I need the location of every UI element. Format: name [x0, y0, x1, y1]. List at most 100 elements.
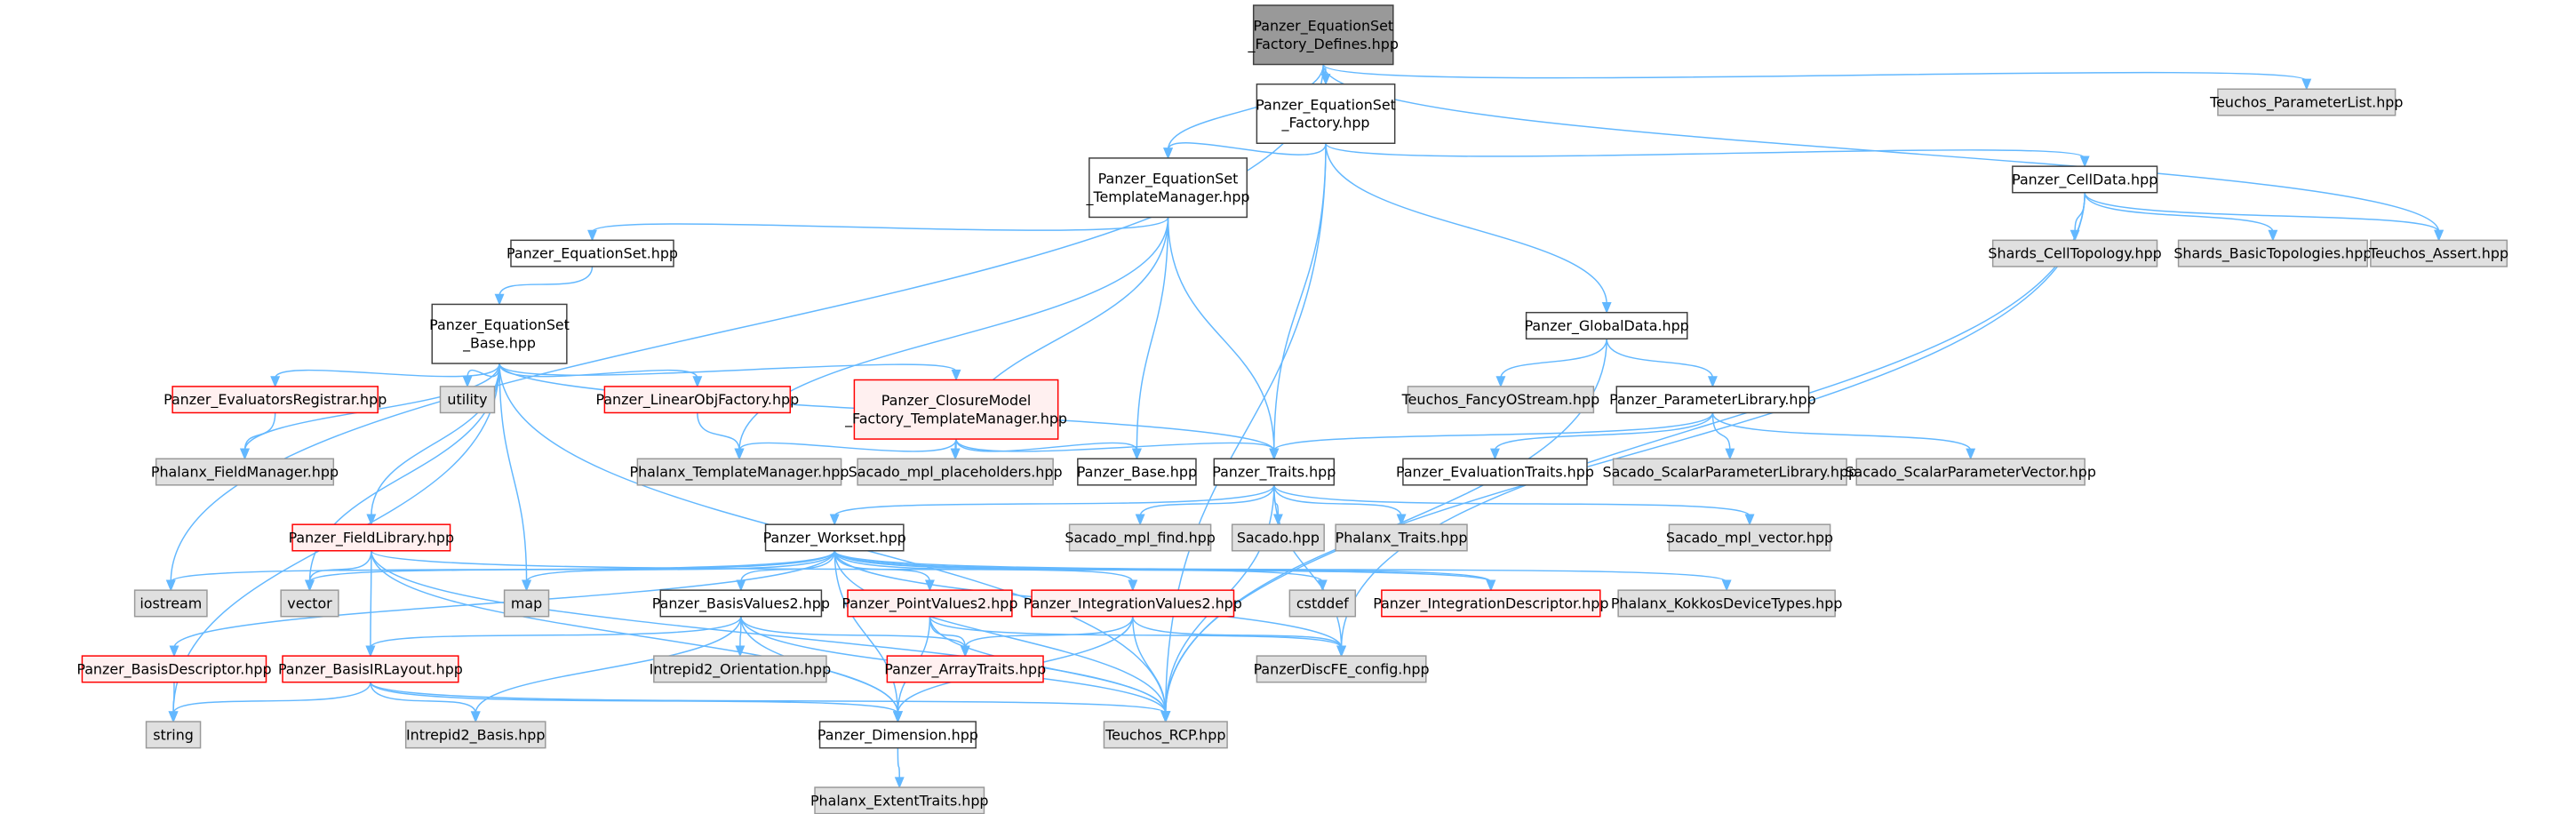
edge-tmplmgr-to-eqset: [587, 217, 1169, 242]
edge-line: [1606, 339, 1714, 379]
node-pbase[interactable]: Panzer_Base.hpp: [1077, 458, 1197, 486]
node-box: [818, 721, 977, 749]
edge-workset-to-iostream: [165, 550, 835, 592]
node-label: Phalanx_FieldManager.hpp: [151, 464, 339, 482]
node-label: _Factory.hpp: [1281, 115, 1370, 132]
node-arraytraits[interactable]: Panzer_ArrayTraits.hpp: [884, 655, 1046, 683]
node-pointv2[interactable]: Panzer_PointValues2.hpp: [841, 589, 1017, 618]
edge-paramlib-to-spl: [1711, 412, 1735, 460]
node-box: [280, 589, 339, 618]
node-evaltraits[interactable]: Panzer_EvaluationTraits.hpp: [1396, 458, 1594, 486]
node-label: Panzer_EquationSet: [1253, 18, 1393, 36]
node-sacado[interactable]: Sacado.hpp: [1231, 523, 1325, 552]
edge-workset-to-pointv2: [833, 550, 935, 592]
node-label: Teuchos_ParameterList.hpp: [2209, 94, 2403, 112]
node-orient[interactable]: Intrepid2_Orientation.hpp: [650, 655, 832, 683]
node-box: [155, 458, 335, 486]
node-label: Panzer_ClosureModel: [881, 392, 1032, 410]
node-evalreg[interactable]: Panzer_EvaluatorsRegistrar.hpp: [163, 386, 387, 414]
node-factory[interactable]: Panzer_EquationSet_Factory.hpp: [1256, 83, 1396, 144]
node-paramlib[interactable]: Panzer_ParameterLibrary.hpp: [1609, 386, 1816, 414]
edge-line: [525, 550, 835, 583]
node-discfe[interactable]: PanzerDiscFE_config.hpp: [1254, 655, 1430, 683]
node-basictopo[interactable]: Shards_BasicTopologies.hpp: [2173, 239, 2372, 267]
node-spv[interactable]: Sacado_ScalarParameterVector.hpp: [1845, 458, 2096, 486]
arrowhead-icon: [1163, 148, 1173, 160]
node-vector[interactable]: vector: [280, 589, 339, 618]
node-phxtraits[interactable]: Phalanx_Traits.hpp: [1335, 523, 1468, 552]
edge-line: [1500, 339, 1607, 379]
node-intv2[interactable]: Panzer_IntegrationValues2.hpp: [1024, 589, 1242, 618]
node-basisv2[interactable]: Panzer_BasisValues2.hpp: [652, 589, 830, 618]
arrowhead-icon: [365, 645, 376, 658]
node-box: [886, 655, 1044, 683]
node-box: [1402, 458, 1588, 486]
node-dimension[interactable]: Panzer_Dimension.hpp: [817, 721, 978, 749]
node-globaldata[interactable]: Panzer_GlobalData.hpp: [1525, 311, 1689, 340]
node-eqset[interactable]: Panzer_EquationSet.hpp: [506, 239, 678, 267]
node-linobj[interactable]: Panzer_LinearObjFactory.hpp: [595, 386, 799, 414]
node-workset[interactable]: Panzer_Workset.hpp: [763, 523, 906, 552]
node-label: Sacado_mpl_vector.hpp: [1666, 530, 1833, 547]
node-kokkos[interactable]: Phalanx_KokkosDeviceTypes.hpp: [1611, 589, 1843, 618]
node-phxtm[interactable]: Phalanx_TemplateManager.hpp: [629, 458, 849, 486]
edge-line: [955, 438, 1138, 452]
node-spl[interactable]: Sacado_ScalarParameterLibrary.hpp: [1603, 458, 1858, 486]
node-rcp[interactable]: Teuchos_RCP.hpp: [1103, 721, 1228, 749]
edge-globaldata-to-fancy: [1495, 339, 1607, 388]
node-utility[interactable]: utility: [439, 386, 496, 414]
edge-root-to-iostream: [165, 64, 1324, 592]
node-basisir[interactable]: Panzer_BasisIRLayout.hpp: [278, 655, 463, 683]
node-ptraits[interactable]: Panzer_Traits.hpp: [1212, 458, 1336, 486]
node-box: [1231, 523, 1325, 552]
node-label: _Factory_TemplateManager.hpp: [844, 410, 1067, 427]
arrowhead-icon: [168, 711, 179, 723]
node-placeholders[interactable]: Sacado_mpl_placeholders.hpp: [849, 458, 1063, 486]
node-intdesc[interactable]: Panzer_IntegrationDescriptor.hpp: [1373, 589, 1608, 618]
node-root[interactable]: Panzer_EquationSet_Factory_Defines.hpp: [1248, 4, 1399, 66]
node-celltopo[interactable]: Shards_CellTopology.hpp: [1988, 239, 2162, 267]
node-closure[interactable]: Panzer_ClosureModel_Factory_TemplateMana…: [844, 379, 1067, 440]
node-box: [1525, 311, 1688, 340]
node-box: [1615, 386, 1810, 414]
node-basisdesc[interactable]: Panzer_BasisDescriptor.hpp: [76, 655, 272, 683]
node-label: Panzer_Traits.hpp: [1212, 464, 1336, 482]
edge-paramlib-to-evaltraits: [1490, 412, 1714, 460]
node-extent[interactable]: Phalanx_ExtentTraits.hpp: [810, 786, 989, 814]
edge-root-to-paramlist: [1322, 63, 2312, 91]
node-mplvector[interactable]: Sacado_mpl_vector.hpp: [1666, 523, 1833, 552]
node-celldata[interactable]: Panzer_CellData.hpp: [2012, 165, 2157, 194]
arrowhead-icon: [366, 514, 377, 526]
node-iostream[interactable]: iostream: [133, 589, 208, 618]
arrowhead-icon: [1966, 448, 1976, 460]
node-tmplmgr[interactable]: Panzer_EquationSet_TemplateManager.hpp: [1086, 157, 1250, 219]
node-phxfm[interactable]: Phalanx_FieldManager.hpp: [151, 458, 339, 486]
node-label: Panzer_ParameterLibrary.hpp: [1609, 391, 1816, 409]
edge-line: [929, 616, 966, 648]
edge-line: [2084, 192, 2440, 233]
edge-line: [833, 484, 1275, 517]
edge-globaldata-to-paramlib: [1606, 339, 1718, 388]
node-box: [857, 458, 1054, 486]
edge-line: [833, 550, 1134, 583]
edge-line: [1167, 142, 1327, 156]
node-mplfind[interactable]: Sacado_mpl_find.hpp: [1065, 523, 1216, 552]
node-map[interactable]: map: [503, 589, 550, 618]
arrowhead-icon: [1396, 514, 1407, 526]
node-label: Panzer_CellData.hpp: [2012, 171, 2157, 188]
node-cstddef[interactable]: cstddef: [1288, 589, 1357, 618]
node-label: Shards_CellTopology.hpp: [1988, 245, 2161, 263]
node-box: [603, 386, 792, 414]
node-paramlist[interactable]: Teuchos_ParameterList.hpp: [2209, 88, 2403, 116]
edge-dimension-to-extent: [894, 747, 905, 789]
node-string[interactable]: string: [145, 721, 202, 749]
node-fancy[interactable]: Teuchos_FancyOStream.hpp: [1401, 386, 1600, 414]
node-eqbase[interactable]: Panzer_EquationSet_Base.hpp: [429, 303, 570, 364]
edge-factory-to-globaldata: [1325, 143, 1612, 315]
node-fieldlib[interactable]: Panzer_FieldLibrary.hpp: [289, 523, 455, 552]
edge-line: [1136, 217, 1169, 451]
node-label: Panzer_EvaluatorsRegistrar.hpp: [163, 391, 387, 409]
node-ibasis[interactable]: Intrepid2_Basis.hpp: [404, 721, 546, 749]
node-label: PanzerDiscFE_config.hpp: [1254, 660, 1430, 678]
node-assert[interactable]: Teuchos_Assert.hpp: [2368, 239, 2508, 267]
